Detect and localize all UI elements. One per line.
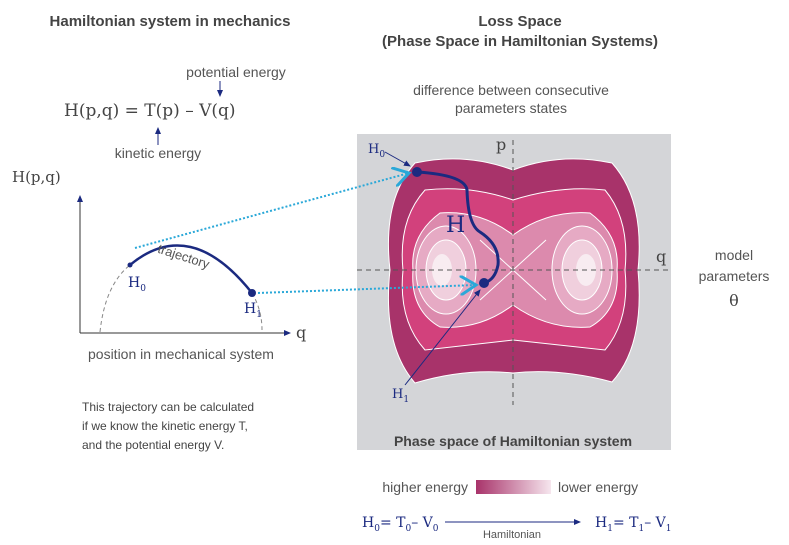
x-axis-label: q: [296, 323, 306, 342]
phase-h0-point: [412, 167, 422, 177]
h0-equation: H0= T0– V0: [362, 515, 439, 534]
h0-pointer: [384, 151, 411, 167]
hamiltonian-equation: H(p,q) = T(p) – V(q): [64, 101, 236, 121]
phase-h1-point: [479, 278, 489, 288]
loss-space-title: Loss Space: [478, 13, 561, 30]
left-h1-label: H1: [244, 301, 262, 320]
hamiltonian-arrow-label: Hamiltonian: [483, 529, 541, 541]
h-path-label: H: [446, 213, 465, 238]
q-axis-label: q: [656, 247, 666, 266]
model-params-label-1: model: [715, 247, 753, 263]
h1-pointer: [404, 289, 481, 386]
difference-label-1: difference between consecutive: [413, 82, 609, 98]
h1-connector: [257, 285, 476, 293]
h1-point: [248, 289, 256, 297]
trajectory-curve: [129, 244, 253, 294]
left-title: Hamiltonian system in mechanics: [50, 13, 291, 30]
h0-connector: [134, 173, 409, 249]
h0-point: [127, 262, 133, 268]
h1-equation: H1= T1– V1: [595, 515, 672, 534]
potential-energy-label: potential energy: [186, 64, 286, 80]
model-params-label-2: parameters: [699, 268, 770, 284]
dashed-path-start: [99, 264, 131, 333]
y-axis-label: H(p,q): [12, 168, 61, 186]
trajectory-note: This trajectory can be calculated if we …: [82, 400, 257, 452]
phase-h0-label: H0: [368, 142, 385, 160]
legend-higher: higher energy: [382, 479, 468, 495]
phase-space-caption: Phase space of Hamiltonian system: [394, 433, 632, 449]
p-axis-label: p: [496, 135, 506, 154]
difference-label-2: parameters states: [455, 100, 567, 116]
left-h0-label: H0: [128, 275, 146, 294]
theta-symbol: θ: [729, 291, 739, 310]
energy-gradient-bar: [476, 480, 551, 494]
h-path: [416, 170, 500, 285]
kinetic-energy-label: kinetic energy: [115, 145, 201, 161]
loss-space-subtitle: (Phase Space in Hamiltonian Systems): [382, 33, 658, 50]
legend-lower: lower energy: [558, 479, 638, 495]
x-caption: position in mechanical system: [88, 346, 274, 362]
phase-h1-label: H1: [392, 387, 409, 405]
